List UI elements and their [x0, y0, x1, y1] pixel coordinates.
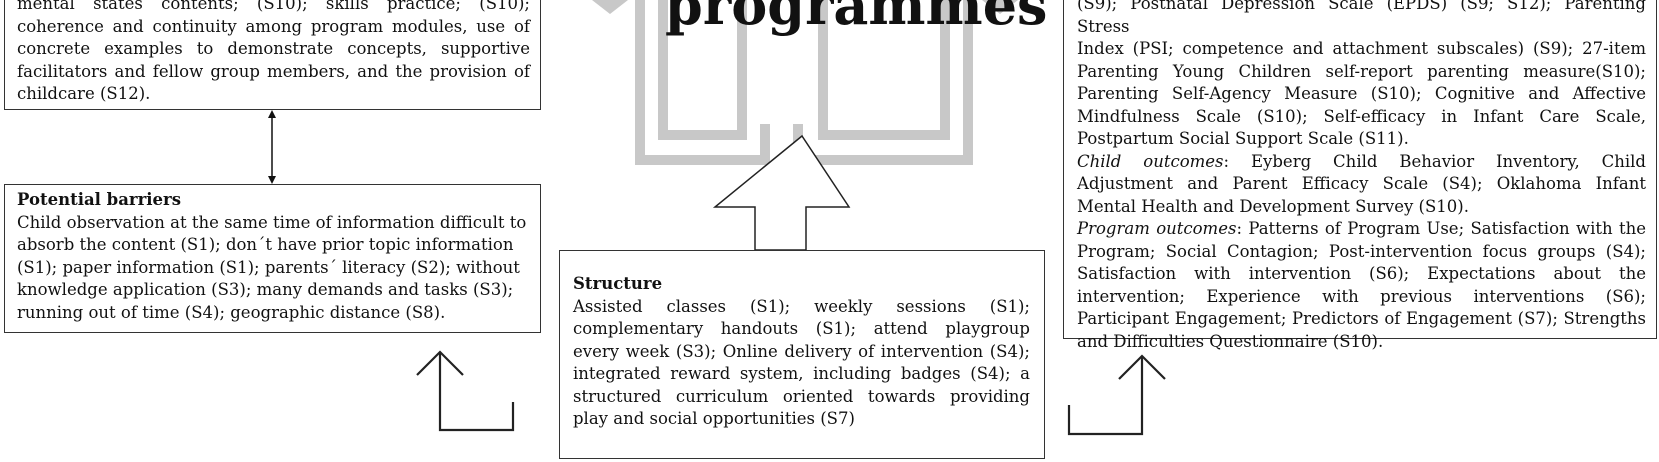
outcomes-line-6: Postpartum Social Support Scale (S11).: [1077, 129, 1409, 148]
outcomes-box: (S9); Postnatal Depression Scale (EPDS) …: [1063, 0, 1657, 351]
structure-box: Structure Assisted classes (S1); weekly …: [559, 250, 1045, 459]
outcomes-line-5: Mindfulness Scale (S10); Self-efficacy i…: [1077, 106, 1646, 126]
top-left-line-3: concrete examples to demonstrate concept…: [17, 39, 530, 58]
bent-arrow-left: [416, 350, 515, 432]
top-left-line-1: mental states contents; (S10); skills pr…: [17, 0, 530, 13]
gray-arrow-left-fragment: [592, 0, 628, 14]
outcomes-line-3: Parenting Young Children self-report par…: [1077, 61, 1646, 81]
top-left-line-5: childcare (S12).: [17, 84, 151, 103]
potential-barriers-text: Child observation at the same time of in…: [17, 212, 527, 322]
top-left-box: mental states contents; (S10); skills pr…: [4, 0, 541, 110]
structure-heading: Structure: [573, 274, 663, 293]
program-outcomes-label: Program outcomes: [1077, 219, 1237, 238]
child-outcomes: Child outcomes: Eyberg Child Behavior In…: [1077, 151, 1646, 219]
outcomes-line-2: Index (PSI; competence and attachment su…: [1077, 39, 1646, 58]
potential-barriers-box: Potential barriers Child observation at …: [4, 184, 541, 333]
top-left-line-4: facilitators and fellow group members, a…: [17, 61, 530, 81]
structure-up-arrow: [712, 134, 851, 251]
outcomes-intro: (S9); Postnatal Depression Scale (EPDS) …: [1077, 0, 1646, 151]
bent-arrow-right: [1067, 354, 1166, 436]
program-outcomes: Program outcomes: Patterns of Program Us…: [1077, 218, 1646, 353]
structure-text: Assisted classes (S1); weekly sessions (…: [573, 296, 1030, 429]
potential-barriers-heading: Potential barriers: [17, 190, 182, 209]
outcomes-line-1: (S9); Postnatal Depression Scale (EPDS) …: [1077, 0, 1646, 36]
program-outcomes-text: : Patterns of Program Use; Satisfaction …: [1077, 219, 1646, 351]
double-headed-arrow: [268, 110, 276, 184]
child-outcomes-label: Child outcomes: [1077, 151, 1224, 171]
center-title: programmes: [665, 0, 1048, 37]
top-left-line-2: coherence and continuity among program m…: [17, 16, 530, 36]
outcomes-line-4: Parenting Self-Agency Measure (S10); Cog…: [1077, 84, 1646, 103]
child-outcomes-text: : Eyberg Child Behavior Inventory, Child…: [1077, 151, 1646, 216]
gray-arrow-right-fragment: [982, 0, 1018, 14]
